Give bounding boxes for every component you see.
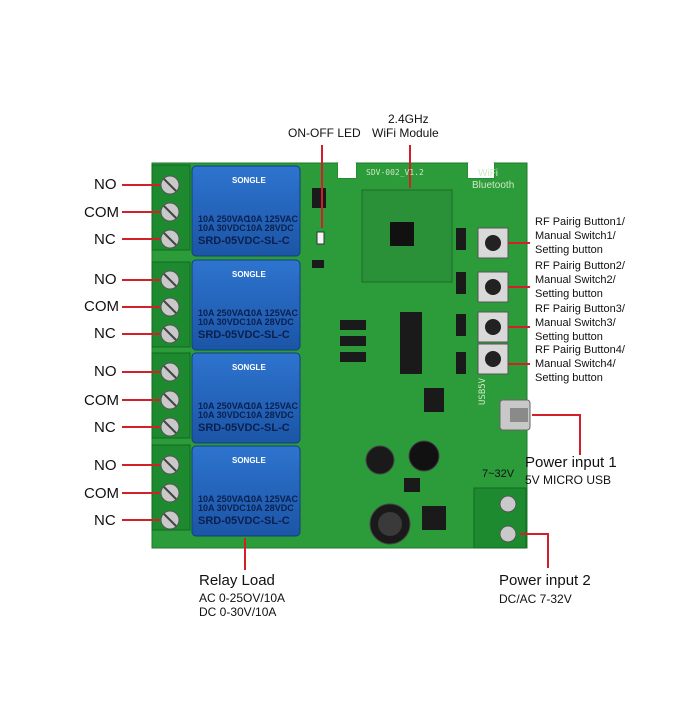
inductor (408, 440, 440, 472)
rf-button-2-line1: RF Pairig Button2/ (535, 260, 625, 272)
terminal-label-5: COM (84, 298, 119, 315)
power2-title: Power input 2 (499, 572, 591, 589)
relay-rating-right-1: 10A 125VAC (246, 494, 299, 504)
relay-brand: SONGLE (232, 176, 266, 185)
relay-rating-right-1: 10A 125VAC (246, 308, 299, 318)
terminal-label-12: NC (94, 512, 116, 529)
rf-button-4-line2: Manual Switch4/ (535, 358, 616, 370)
relay-rating-right-1: 10A 125VAC (246, 401, 299, 411)
rf-button-1-label: RF Pairig Button1/ Manual Switch1/ Setti… (535, 215, 625, 257)
rf-button-1-line3: Setting button (535, 244, 603, 256)
rf-button-3-line2: Manual Switch3/ (535, 317, 616, 329)
rf-button-3-line3: Setting button (535, 331, 603, 343)
relay-model: SRD-05VDC-SL-C (198, 422, 290, 434)
relay-1 (191, 165, 301, 257)
relay-model: SRD-05VDC-SL-C (198, 235, 290, 247)
relay-brand: SONGLE (232, 270, 266, 279)
rf-button-4-line3: Setting button (535, 372, 603, 384)
relay-rating-right-2: 10A 28VDC (246, 503, 294, 513)
relay-rating-left-2: 10A 30VDC (198, 410, 246, 420)
board-version-silkscreen: SDV-002_V1.2 (366, 168, 424, 177)
callout-lines (244, 145, 581, 570)
led-label: ON-OFF LED (288, 126, 361, 140)
terminal-label-2: COM (84, 204, 119, 221)
terminal-label-6: NC (94, 325, 116, 342)
power1-subtitle: 5V MICRO USB (525, 473, 612, 487)
rf-button-2-line3: Setting button (535, 288, 603, 300)
relay-3 (191, 352, 301, 444)
relay-rating-right-2: 10A 28VDC (246, 223, 294, 233)
terminal-label-8: COM (84, 392, 119, 409)
board-wifi-silkscreen: WiFi (478, 168, 498, 179)
terminal-label-4: NO (94, 271, 117, 288)
rf-button-4-label: RF Pairig Button4/ Manual Switch4/ Setti… (535, 343, 625, 385)
rf-button-2-label: RF Pairig Button2/ Manual Switch2/ Setti… (535, 259, 625, 301)
relay-rating-left-1: 10A 250VAC (198, 494, 251, 504)
relay-2 (191, 259, 301, 351)
power2-subtitle: DC/AC 7-32V (499, 592, 572, 606)
relay-rating-left-1: 10A 250VAC (198, 401, 251, 411)
relay-4 (191, 445, 301, 537)
rf-button-3-label: RF Pairig Button3/ Manual Switch3/ Setti… (535, 302, 625, 344)
dc-terminal (473, 487, 527, 549)
terminal-label-11: COM (84, 485, 119, 502)
rf-button-1-line1: RF Pairig Button1/ (535, 216, 625, 228)
relay-model: SRD-05VDC-SL-C (198, 329, 290, 341)
relay-rating-right-1: 10A 125VAC (246, 214, 299, 224)
rf-button-4-line1: RF Pairig Button4/ (535, 344, 625, 356)
tactile-buttons (477, 227, 509, 375)
relay-model: SRD-05VDC-SL-C (198, 515, 290, 527)
wifi-label-line2: WiFi Module (372, 126, 439, 140)
relay-rating-left-2: 10A 30VDC (198, 503, 246, 513)
relay-rating-left-1: 10A 250VAC (198, 214, 251, 224)
terminal-label-9: NC (94, 419, 116, 436)
board-dc-range-silkscreen: 7~32V (482, 468, 515, 480)
rf-button-3-line1: RF Pairig Button3/ (535, 303, 625, 315)
power1-title: Power input 1 (525, 454, 617, 471)
terminal-label-7: NO (94, 363, 117, 380)
relay-load-dc: DC 0-30V/10A (199, 605, 277, 619)
terminal-label-10: NO (94, 457, 117, 474)
relay-brand: SONGLE (232, 363, 266, 372)
terminal-pointer-lines (122, 184, 160, 521)
rf-button-1-line2: Manual Switch1/ (535, 230, 616, 242)
terminal-label-1: NO (94, 176, 117, 193)
relay-rating-left-2: 10A 30VDC (198, 317, 246, 327)
on-off-led (316, 231, 325, 245)
board-usb-silkscreen: USB5V (478, 377, 488, 405)
capacitor-1 (365, 445, 395, 475)
relay-brand: SONGLE (232, 456, 266, 465)
board-bluetooth-silkscreen: Bluetooth (472, 180, 515, 191)
relay-load-title: Relay Load (199, 572, 275, 589)
rf-button-2-line2: Manual Switch2/ (535, 274, 616, 286)
relay-rating-right-2: 10A 28VDC (246, 410, 294, 420)
relay-rating-left-2: 10A 30VDC (198, 223, 246, 233)
terminal-label-3: NC (94, 231, 116, 248)
relay-load-ac: AC 0-25OV/10A (199, 591, 286, 605)
wifi-label-line1: 2.4GHz (388, 112, 429, 126)
relay-rating-left-1: 10A 250VAC (198, 308, 251, 318)
relay-rating-right-2: 10A 28VDC (246, 317, 294, 327)
